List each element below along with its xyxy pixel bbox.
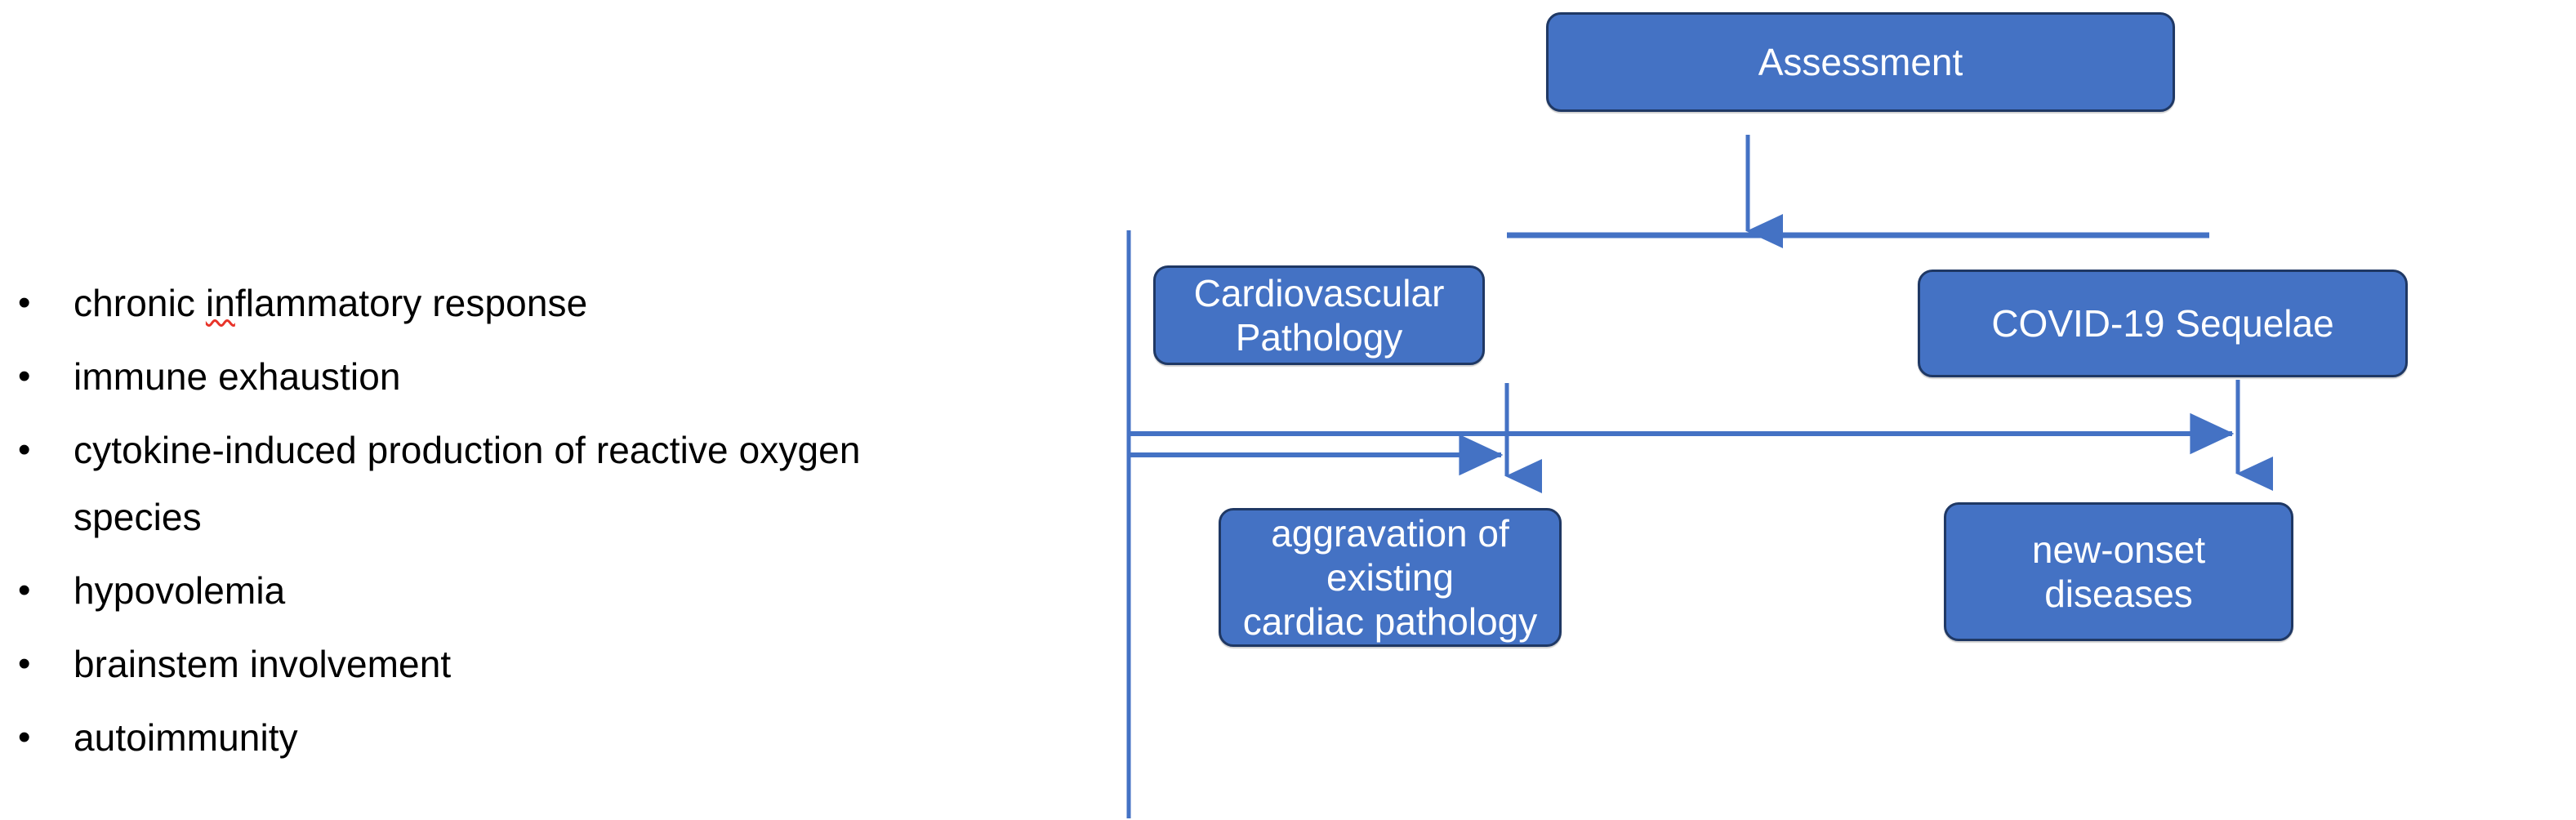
list-item: • immune exhaustion [0, 343, 1062, 410]
text-post: flammatory response [234, 282, 588, 324]
bullet-marker-icon: • [18, 570, 31, 610]
bullet-marker-icon: • [18, 430, 31, 470]
bullet-marker-icon: • [18, 356, 31, 396]
spellcheck-misspelled-word: in [205, 282, 235, 324]
node-aggravation-of-existing-cardiac-pathology[interactable]: aggravation of existing cardiac patholog… [1219, 508, 1562, 647]
node-aggravation-label: aggravation of existing cardiac patholog… [1242, 511, 1538, 644]
node-covid-19-sequelae-label: COVID-19 Sequelae [1991, 301, 2334, 345]
list-item: • chronic inflammatory response [0, 270, 1062, 336]
list-item-label-cytokine-induced-ros: cytokine-induced production of reactive … [74, 429, 861, 538]
node-cardiovascular-pathology[interactable]: Cardiovascular Pathology [1153, 265, 1485, 365]
list-item: • hypovolemia [0, 557, 1062, 624]
node-assessment-label: Assessment [1758, 40, 1963, 83]
list-item-label-hypovolemia: hypovolemia [74, 569, 286, 612]
node-covid-19-sequelae[interactable]: COVID-19 Sequelae [1918, 270, 2408, 377]
list-item-label-immune-exhaustion: immune exhaustion [74, 355, 401, 398]
list-item-label-brainstem-involvement: brainstem involvement [74, 643, 452, 685]
list-item: • cytokine-induced production of reactiv… [0, 417, 1062, 550]
list-item: • autoimmunity [0, 704, 1062, 771]
bullet-marker-icon: • [18, 644, 31, 684]
node-new-onset-diseases[interactable]: new-onset diseases [1944, 502, 2293, 641]
node-cardiovascular-pathology-label: Cardiovascular Pathology [1193, 271, 1445, 359]
bullet-marker-icon: • [18, 283, 31, 323]
list-item: • brainstem involvement [0, 631, 1062, 697]
node-new-onset-diseases-label: new-onset diseases [2031, 528, 2206, 615]
bullet-marker-icon: • [18, 717, 31, 757]
text-pre: chronic [74, 282, 206, 324]
list-item-label-autoimmunity: autoimmunity [74, 716, 298, 759]
contributing-factors-list: • chronic inflammatory response • immune… [0, 270, 1062, 778]
node-assessment[interactable]: Assessment [1546, 12, 2175, 112]
list-item-label-chronic-inflammatory-response: chronic inflammatory response [74, 270, 988, 336]
